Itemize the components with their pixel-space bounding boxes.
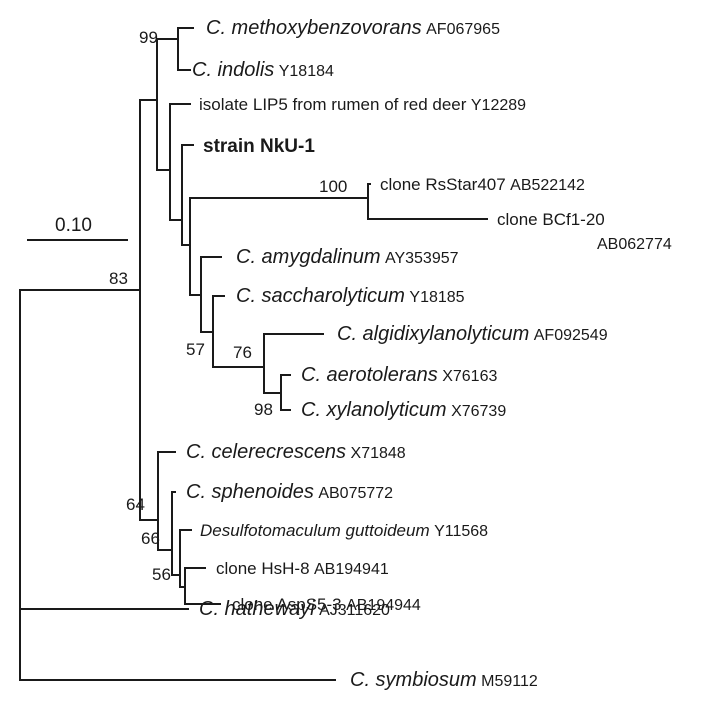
taxon-label: isolate LIP5 from rumen of red deer Y122… [199,95,526,114]
scale-label: 0.10 [55,215,92,236]
taxon-label: C. amygdalinum AY353957 [236,246,459,268]
bootstrap-98: 98 [254,400,273,419]
bootstrap-56: 56 [152,565,171,584]
taxon-label: clone BCf1-20 [497,210,605,229]
bootstrap-57: 57 [186,340,205,359]
taxon-label: C. methoxybenzovorans AF067965 [206,17,500,39]
bootstrap-99: 99 [139,28,158,47]
bootstrap-64: 64 [126,495,145,514]
bootstrap-values: 99 100 83 57 76 98 64 66 56 [109,28,347,584]
taxon-label-highlight: strain NkU-1 [203,136,315,157]
bootstrap-66: 66 [141,529,160,548]
taxon-label: C. hathewayi AJ311620 [199,598,390,620]
bootstrap-83: 83 [109,269,128,288]
taxon-label: clone HsH-8 AB194941 [216,559,389,578]
taxon-label: C. indolis Y18184 [192,59,334,81]
taxon-label: C. saccharolyticum Y18185 [236,285,465,307]
bootstrap-100: 100 [319,177,347,196]
taxon-label: clone RsStar407 AB522142 [380,175,585,194]
taxon-accession: AB062774 [597,236,672,253]
taxon-label: C. celerecrescens X71848 [186,441,406,463]
taxon-labels: C. methoxybenzovorans AF067965 C. indoli… [186,17,672,691]
taxon-label: C. symbiosum M59112 [350,669,538,691]
taxon-label: C. algidixylanolyticum AF092549 [337,323,608,345]
taxon-label: C. sphenoides AB075772 [186,481,393,503]
bootstrap-76: 76 [233,343,252,362]
taxon-label: Desulfotomaculum guttoideum Y11568 [200,521,488,540]
taxon-label: C. aerotolerans X76163 [301,364,497,386]
taxon-label: clone AspS5-3 AB194944 [232,595,421,614]
taxon-label: C. xylanolyticum X76739 [301,399,506,421]
tree-branches [19,27,488,681]
